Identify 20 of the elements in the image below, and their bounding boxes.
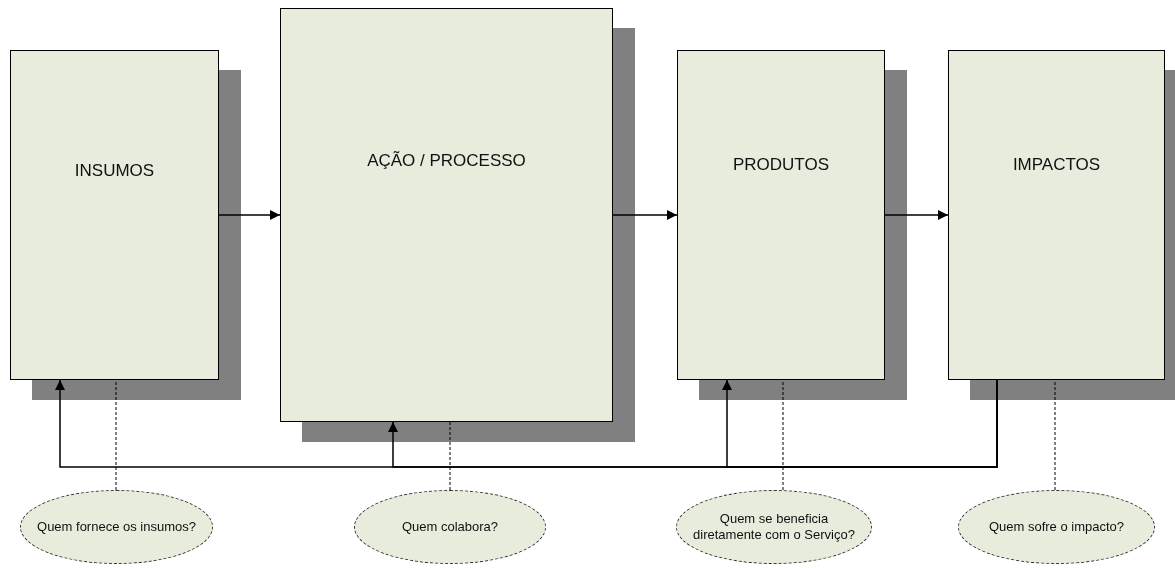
process-box	[10, 50, 219, 380]
process-box	[677, 50, 885, 380]
box-title: PRODUTOS	[731, 154, 830, 176]
dashed-connector	[449, 421, 451, 491]
dashed-connector	[1054, 379, 1056, 491]
question-text: Quem colabora?	[400, 519, 500, 535]
dashed-connector	[115, 379, 117, 491]
process-box	[280, 8, 613, 422]
arrow	[722, 379, 998, 468]
arrow	[218, 210, 281, 220]
arrow	[612, 210, 678, 220]
process-box	[948, 50, 1165, 380]
question-text: Quem sofre o impacto?	[987, 519, 1126, 535]
box-title: AÇÃO / PROCESSO	[366, 150, 527, 172]
arrow	[884, 210, 949, 220]
question-text: Quem fornece os insumos?	[36, 519, 197, 535]
dashed-connector	[782, 379, 784, 491]
box-title: INSUMOS	[73, 160, 156, 182]
question-text: Quem se beneficia diretamente com o Serviço?	[692, 511, 856, 543]
box-title: IMPACTOS	[1011, 154, 1102, 176]
